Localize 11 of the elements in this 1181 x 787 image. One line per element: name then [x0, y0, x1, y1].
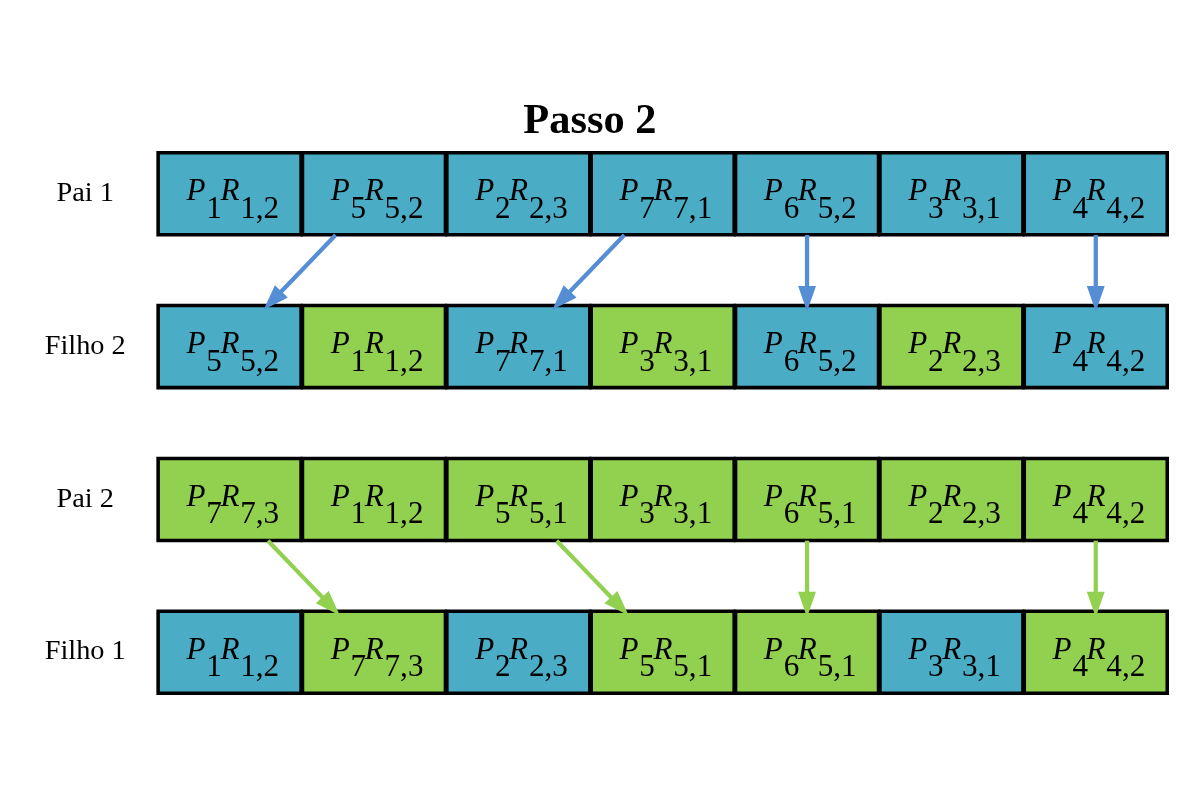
label: Pai 2 — [56, 481, 114, 513]
label: Filho 1 — [44, 633, 126, 665]
diagram-title: Passo 2 — [523, 94, 657, 142]
arrow — [263, 233, 338, 310]
arrow — [555, 538, 629, 615]
arrow — [798, 234, 816, 312]
arrow — [552, 233, 626, 310]
label: Pai 1 — [56, 175, 114, 207]
arrow — [1086, 234, 1105, 312]
label: Filho 2 — [44, 328, 126, 360]
arrow — [266, 538, 340, 615]
